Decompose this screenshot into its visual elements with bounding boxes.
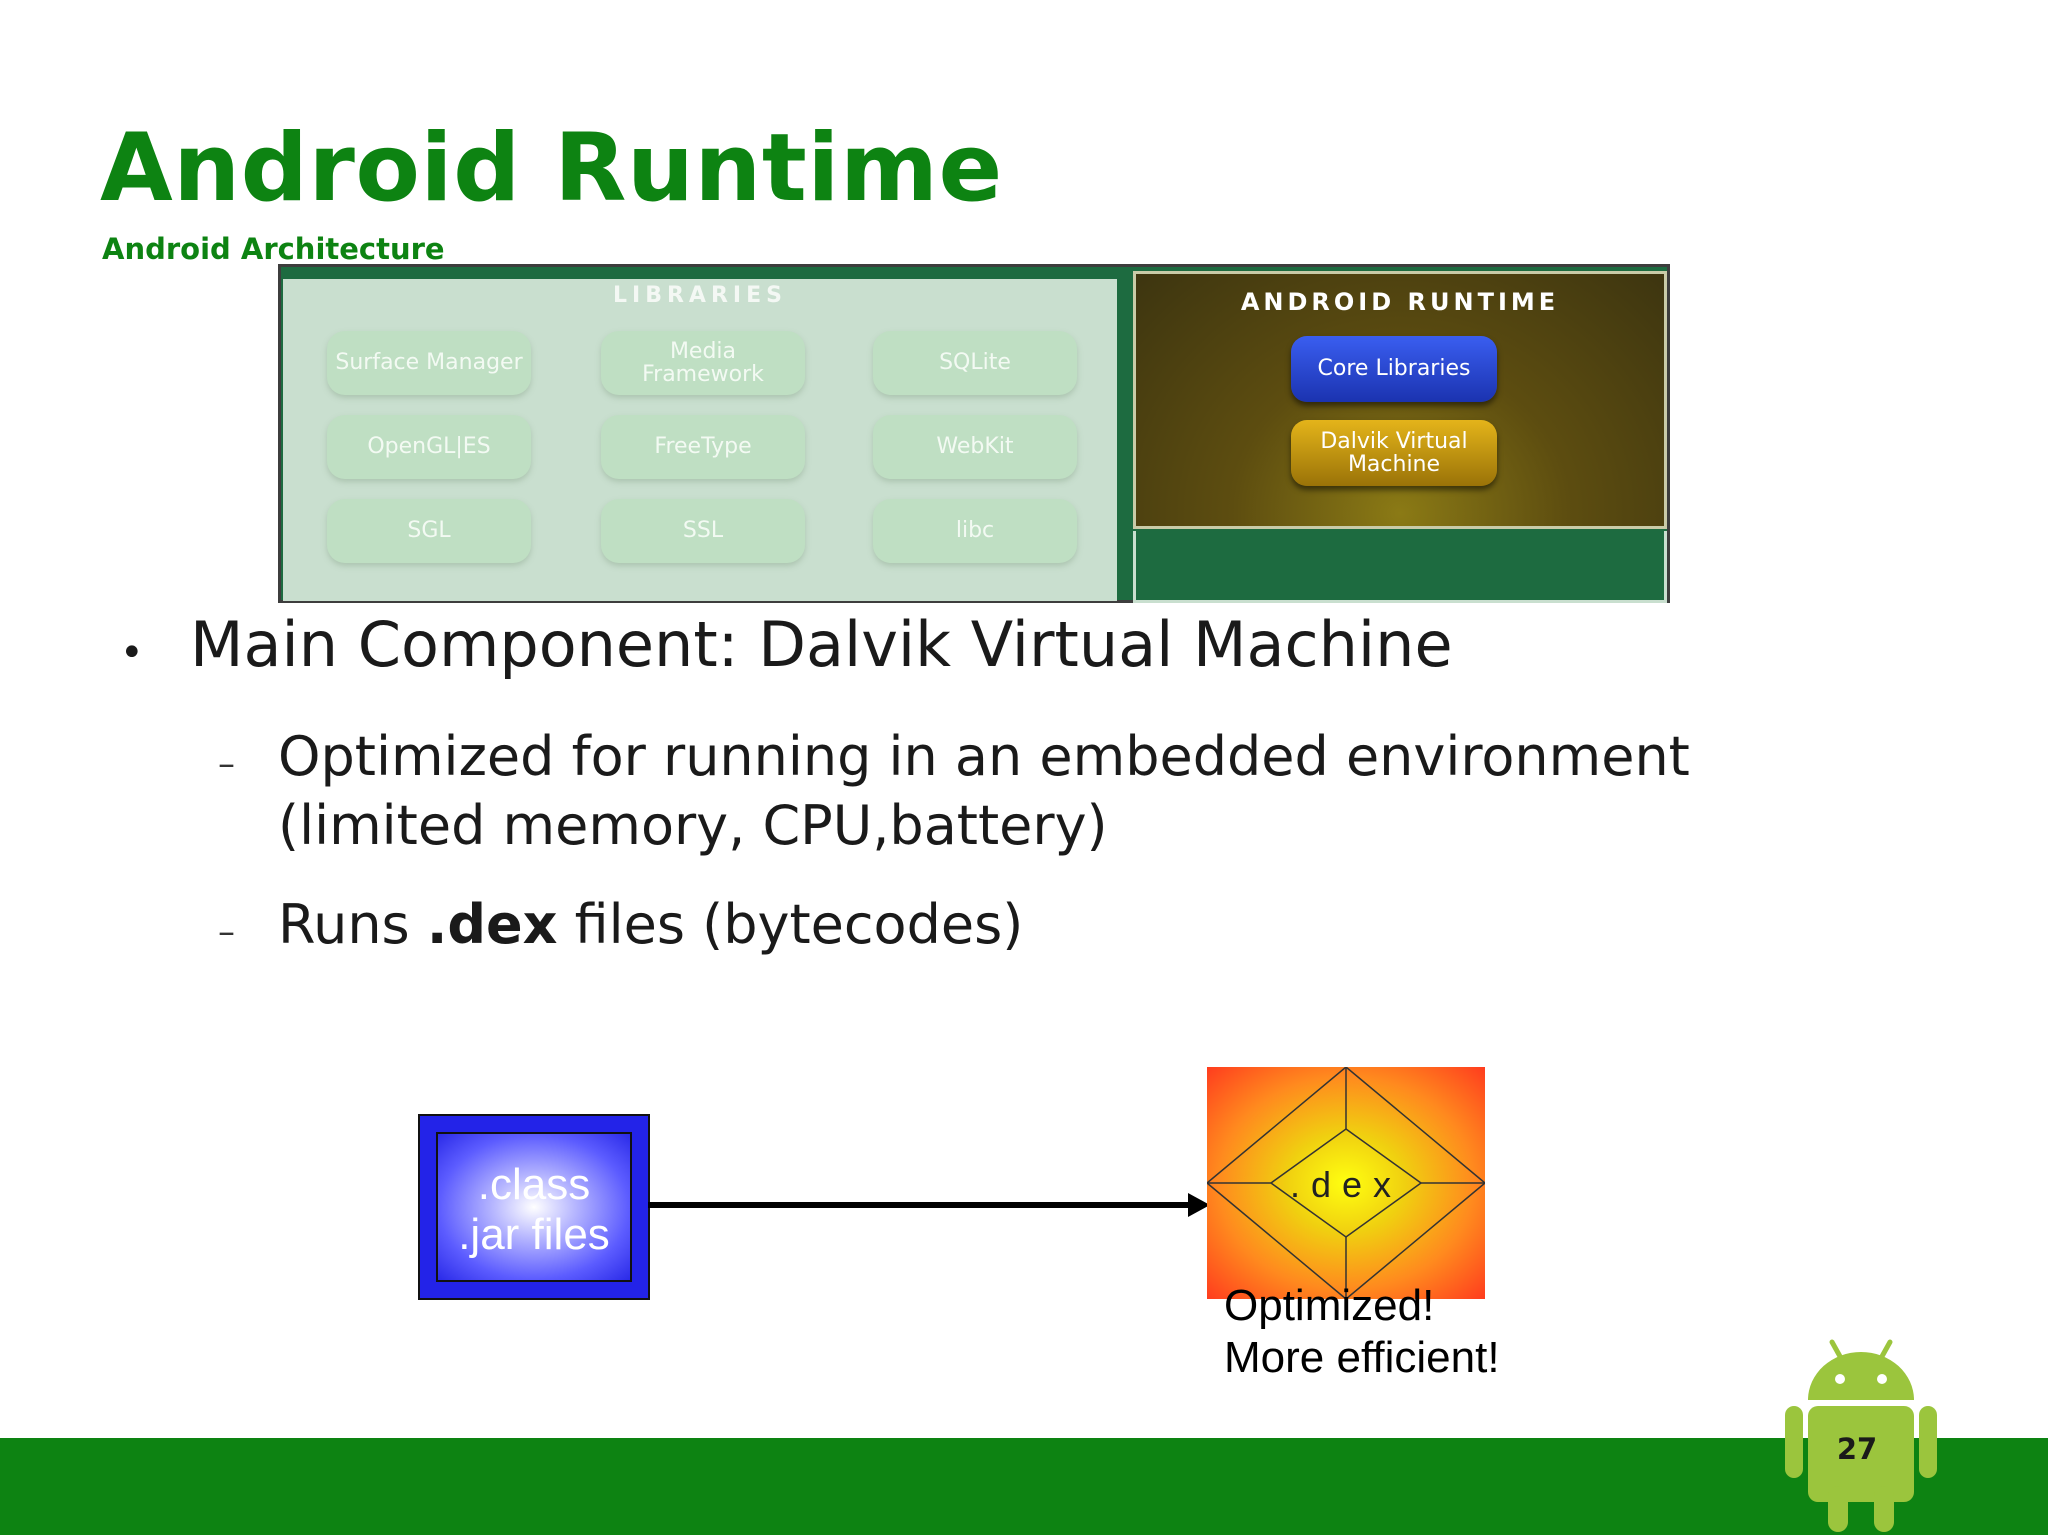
architecture-diagram: Libraries Surface Manager Media Framewor… (278, 264, 1670, 603)
sub-bullet-2-suffix: files (bytecodes) (557, 893, 1024, 956)
class-jar-inner (436, 1132, 632, 1282)
lib-ssl: SSL (601, 499, 805, 563)
libraries-label: Libraries (613, 283, 787, 308)
libraries-panel: Libraries Surface Manager Media Framewor… (283, 279, 1117, 601)
optimized-note: Optimized! More efficient! (1224, 1281, 1500, 1382)
lib-libc: libc (873, 499, 1077, 563)
footer-bar (0, 1438, 2048, 1535)
lib-sgl: SGL (327, 499, 531, 563)
conversion-arrow (648, 1193, 1210, 1217)
core-libraries-block: Core Libraries (1291, 336, 1497, 402)
lib-webkit: WebKit (873, 415, 1077, 479)
sub-bullet-1-text: Optimized for running in an embedded env… (278, 725, 1690, 857)
bullet-dot: • (120, 630, 144, 676)
sub-bullet-2-bold: .dex (426, 893, 558, 956)
class-jar-box: .class .jar files (418, 1114, 650, 1300)
dex-label: .dex (1289, 1164, 1403, 1205)
main-bullet: • Main Component: Dalvik Virtual Machine (120, 608, 1453, 681)
sub-bullet-2-prefix: Runs (278, 893, 427, 956)
dalvik-vm-block: Dalvik Virtual Machine (1291, 420, 1497, 486)
android-robot-icon (1785, 1339, 1937, 1532)
runtime-label: Android Runtime (1240, 288, 1560, 316)
dex-box: .dex (1207, 1067, 1485, 1299)
class-jar-label: .class .jar files (458, 1160, 610, 1259)
lib-freetype: FreeType (601, 415, 805, 479)
sub-bullet-2-text: Runs .dex files (bytecodes) (278, 890, 1858, 959)
sub-bullet-2: – Runs .dex files (bytecodes) (218, 890, 1858, 959)
sub-bullet-dash: – (218, 912, 235, 952)
main-bullet-text: Main Component: Dalvik Virtual Machine (190, 608, 1453, 681)
page-number: 27 (1836, 1432, 1878, 1466)
lib-surface-manager: Surface Manager (327, 331, 531, 395)
slide-title: Android Runtime (100, 114, 1003, 223)
slide-subtitle: Android Architecture (102, 232, 445, 266)
lib-opengl-es: OpenGL|ES (327, 415, 531, 479)
sub-bullet-1: – Optimized for running in an embedded e… (218, 722, 1858, 860)
sub-bullet-dash: – (218, 744, 235, 784)
lib-sqlite: SQLite (873, 331, 1077, 395)
runtime-bottom-frame (1133, 531, 1667, 603)
runtime-panel: Android Runtime Core Libraries Dalvik Vi… (1133, 271, 1667, 529)
lib-media-framework: Media Framework (601, 331, 805, 395)
dex-bevel-lines (1207, 1067, 1485, 1299)
